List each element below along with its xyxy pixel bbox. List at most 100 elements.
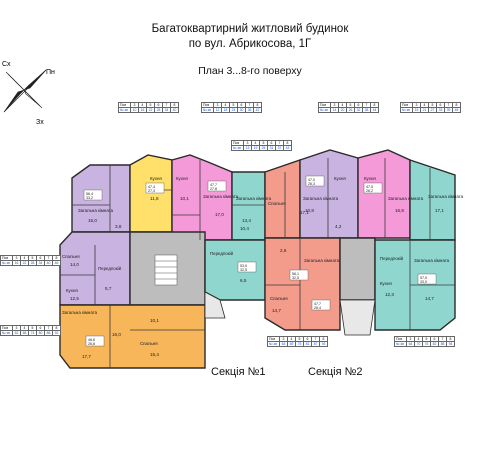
table-apt-label: № кв [400, 107, 413, 113]
room-label-living-9: Загальна кімната [414, 258, 450, 263]
apt-total-area: 53,9 [240, 264, 247, 268]
table-cell: 30 [237, 107, 246, 113]
area-value: 3,8 [115, 224, 122, 229]
room-label-living-6: Загальна кімната [388, 196, 424, 201]
apt-living-area: 33,0 [420, 280, 427, 284]
table-cell: 40 [44, 260, 53, 266]
apt-total-area: 47,5 [366, 185, 373, 189]
room-label-kitchen-2: Кухня [176, 176, 188, 181]
room-label-hall: Передпокій [98, 266, 122, 271]
apt-total-area: 56,4 [86, 192, 93, 196]
table-cell: 16 [138, 107, 147, 113]
section-2-label: Секція №2 [308, 366, 363, 378]
table-cell: 38 [362, 107, 371, 113]
apartment-a9 [204, 239, 266, 301]
table-cell: 70 [414, 341, 423, 347]
title-line-1: Багатоквартирний житловий будинок [151, 23, 349, 35]
area-value: 17,1 [300, 210, 309, 215]
table-cell: 87 [311, 341, 320, 347]
room-label-bedroom-3: Спальня [268, 201, 286, 206]
table-cell: 37 [275, 145, 284, 151]
apt-living-area: 26,8 [88, 342, 95, 346]
table-cell: 22 [20, 260, 29, 266]
table-cell: 86 [44, 330, 53, 336]
apt-total-area: 57,5 [420, 276, 427, 280]
stairwell-1 [154, 254, 178, 286]
area-value: 11,8 [150, 196, 159, 201]
room-label-kitchen: Кухня [150, 176, 162, 181]
stair-core-2 [339, 237, 376, 301]
table-cell: 42 [253, 107, 262, 113]
area-value: 14,0 [70, 262, 79, 267]
area-value: 15,0 [88, 218, 97, 223]
table-cell: 75 [295, 341, 304, 347]
apt-total-area: 47,7 [210, 183, 217, 187]
area-value: 17,7 [82, 354, 91, 359]
room-label-bedroom: Спальня [62, 254, 80, 259]
title-line-2: по вул. Абрикосова, 1Г [188, 38, 312, 50]
compass-east-label: Сх [2, 61, 11, 68]
table-cell: 34 [162, 107, 171, 113]
apt-living-area: 32,5 [292, 276, 299, 280]
table-cell: 26 [346, 107, 355, 113]
apt-living-area: 27,8 [210, 187, 217, 191]
table-apt-label: № кв [267, 341, 280, 347]
table-cell: 28 [154, 107, 163, 113]
area-value: 5,7 [105, 286, 112, 291]
table-cell: 64 [406, 341, 415, 347]
room-label-living-8: Загальна кімната [304, 258, 340, 263]
room-label-living: Загальна кімната [78, 208, 114, 213]
area-value: 10,1 [150, 318, 159, 323]
table-cell: 27 [428, 107, 437, 113]
table-cell: 14 [330, 107, 339, 113]
table-cell: 81 [303, 341, 312, 347]
table-cell: 34 [36, 260, 45, 266]
room-label-living-4: Загальна кімната [62, 310, 98, 315]
table-cell: 45 [452, 107, 461, 113]
area-value: 4,2 [335, 224, 342, 229]
table-cell: 88 [438, 341, 447, 347]
table-cell: 24 [229, 107, 238, 113]
balcony-2 [339, 299, 376, 336]
plan-title: План 3...8-го поверху [198, 65, 302, 77]
area-value: 16,9 [395, 208, 404, 213]
apartment-a7 [357, 149, 411, 239]
table-cell: 22 [146, 107, 155, 113]
apt-total-area: 47,0 [308, 178, 315, 182]
table-cell: 13 [243, 145, 252, 151]
apt-living-area: 32,5 [240, 268, 247, 272]
area-value: 12,3 [385, 292, 394, 297]
compass-north-label: Пн [46, 69, 55, 76]
room-label-hall-2: Передпокій [210, 251, 234, 256]
table-cell: 40 [170, 107, 179, 113]
room-label-kitchen-6: Кухня [380, 281, 392, 286]
table-cell: 94 [446, 341, 455, 347]
apartment-a10 [59, 304, 206, 369]
table-cell: 19 [251, 145, 260, 151]
table-apt-label: № кв [394, 341, 407, 347]
area-value: 6,5 [240, 278, 247, 283]
table-cell: 20 [338, 107, 347, 113]
room-label-bedroom-2: Спальня [140, 341, 158, 346]
apt-living-area: 33,2 [86, 196, 93, 200]
table-cell: 18 [221, 107, 230, 113]
table-cell: 43 [283, 145, 292, 151]
table-cell: 32 [354, 107, 363, 113]
apartment-a2 [129, 154, 173, 233]
area-value: 12,5 [70, 296, 79, 301]
room-label-kitchen-4: Кухня [334, 176, 346, 181]
table-cell: 16 [12, 260, 21, 266]
area-value: 10,1 [180, 196, 189, 201]
room-label-living-7: Загальна кімната [428, 194, 464, 199]
table-cell: 92 [52, 330, 61, 336]
table-cell: 39 [444, 107, 453, 113]
apt-total-area: 56,1 [292, 272, 299, 276]
table-cell: 46 [52, 260, 61, 266]
table-cell: 10 [130, 107, 139, 113]
